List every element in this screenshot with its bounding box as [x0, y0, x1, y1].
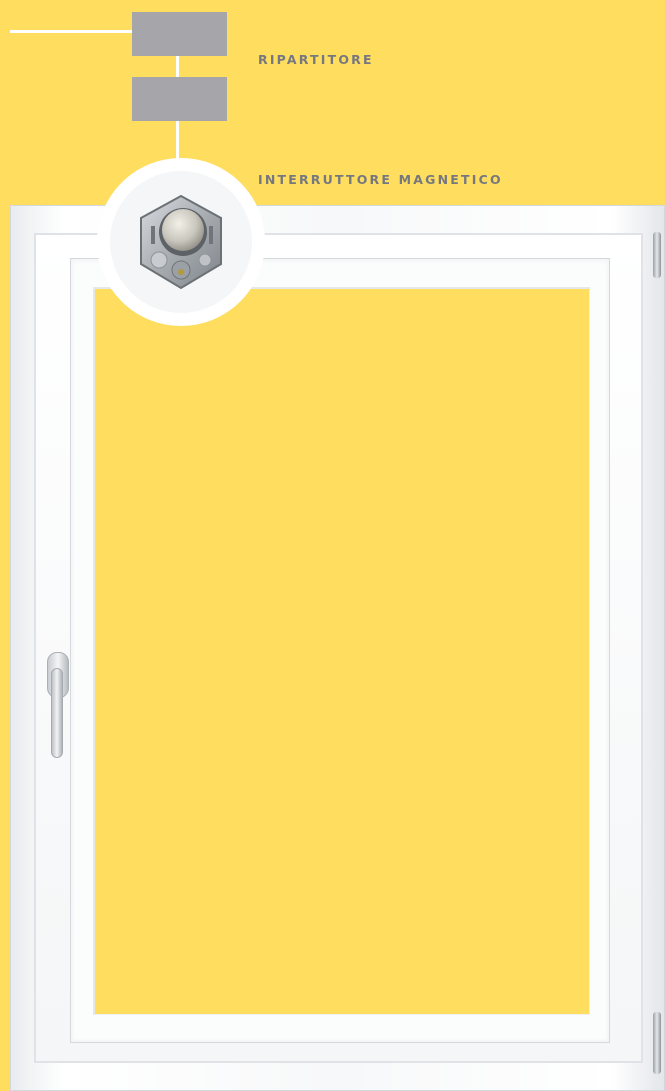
distributor-label: RIPARTITORE [258, 52, 374, 67]
distributor-box [132, 12, 227, 56]
window-glass [93, 287, 590, 1015]
connector-line-vertical-lower [176, 120, 179, 160]
window-handle-lever [51, 668, 63, 758]
connector-line-horizontal [10, 30, 134, 33]
hinge-icon [653, 232, 661, 278]
connector-line-vertical-upper [176, 54, 179, 78]
magnetic-sensor-icon [129, 190, 233, 294]
secondary-box [132, 77, 227, 121]
hinge-icon [653, 1012, 661, 1074]
magnetic-switch-label: INTERRUTTORE MAGNETICO [258, 172, 503, 187]
